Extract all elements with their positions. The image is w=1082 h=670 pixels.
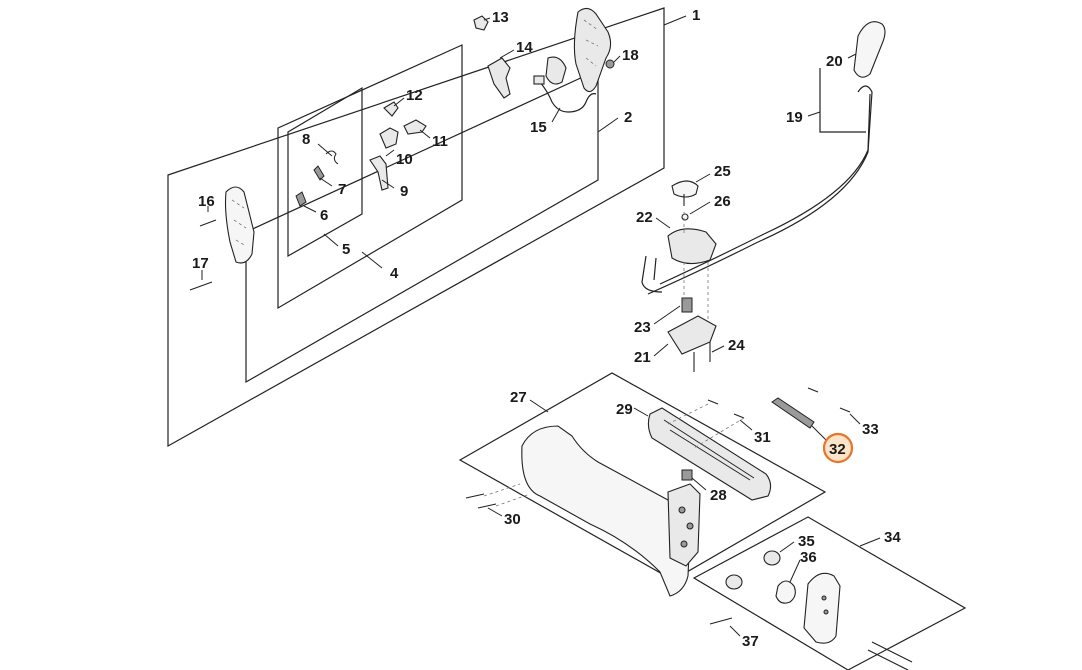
callout-19[interactable]: 19 <box>786 109 803 126</box>
frame-5 <box>287 86 363 258</box>
part-14-trigger <box>487 57 511 99</box>
callout-labels: 1 2 4 5 6 7 8 9 10 11 12 13 14 15 16 17 … <box>192 7 901 650</box>
callout-30[interactable]: 30 <box>504 511 521 528</box>
part-33-screw <box>807 387 819 393</box>
part-30-screw <box>465 493 485 499</box>
callout-34[interactable]: 34 <box>884 529 901 546</box>
callout-8[interactable]: 8 <box>302 131 310 148</box>
callout-31[interactable]: 31 <box>754 429 771 446</box>
part-19-handlebar <box>647 85 873 295</box>
callout-28[interactable]: 28 <box>710 487 727 504</box>
callout-22[interactable]: 22 <box>636 209 653 226</box>
part-22-clamp <box>667 228 717 265</box>
part-36-clamp-ring <box>775 580 796 604</box>
part-31-screw <box>707 399 719 405</box>
callout-27[interactable]: 27 <box>510 389 527 406</box>
trigger-assembly-parts <box>189 7 615 291</box>
frame-34 <box>692 516 967 670</box>
highlight-ring-32 <box>822 432 854 464</box>
part-15-cable <box>539 81 597 113</box>
part-6-spring <box>295 191 307 207</box>
callout-25[interactable]: 25 <box>714 163 731 180</box>
callout-12[interactable]: 12 <box>406 87 423 104</box>
part-35-bushing <box>763 550 781 566</box>
callout-35[interactable]: 35 <box>798 533 815 550</box>
frame-19-bracket <box>819 68 866 133</box>
part-32-rack <box>771 397 815 429</box>
callout-1[interactable]: 1 <box>692 7 700 24</box>
callout-23[interactable]: 23 <box>634 319 651 336</box>
callout-32[interactable]: 32 <box>829 441 846 458</box>
callout-5[interactable]: 5 <box>342 241 350 258</box>
callout-21[interactable]: 21 <box>634 349 651 366</box>
callout-9[interactable]: 9 <box>400 183 408 200</box>
part-34-grip <box>803 572 841 644</box>
callout-2[interactable]: 2 <box>624 109 632 126</box>
part-13-clip <box>473 15 489 31</box>
part-handle-half <box>224 186 255 264</box>
callout-18[interactable]: 18 <box>622 47 639 64</box>
part-8-spring <box>325 150 339 165</box>
callout-36[interactable]: 36 <box>800 549 817 566</box>
callout-33[interactable]: 33 <box>862 421 879 438</box>
part-26-washer <box>681 213 689 221</box>
support-frame-parts <box>465 387 851 597</box>
frame-2 <box>245 69 599 384</box>
part-28-nut <box>681 469 693 481</box>
callout-24[interactable]: 24 <box>728 337 745 354</box>
callout-29[interactable]: 29 <box>616 401 633 418</box>
callout-14[interactable]: 14 <box>516 39 533 56</box>
part-7-spring <box>313 165 325 181</box>
callout-11[interactable]: 11 <box>432 133 448 150</box>
callout-17[interactable]: 17 <box>192 255 209 272</box>
leader-lines <box>201 15 881 637</box>
assembly-frames <box>167 7 967 670</box>
part-37-screw <box>709 617 733 625</box>
callout-7[interactable]: 7 <box>338 181 346 198</box>
callout-37[interactable]: 37 <box>742 633 759 650</box>
frame-27 <box>458 372 827 581</box>
part-29-cover <box>647 407 772 501</box>
part-20-grip <box>853 21 886 78</box>
part-9 <box>369 155 389 191</box>
handle-end-parts <box>709 550 913 670</box>
handlebar-parts <box>641 21 886 372</box>
callout-4[interactable]: 4 <box>390 265 399 282</box>
callout-16[interactable]: 16 <box>198 193 215 210</box>
part-1-housing <box>573 7 612 93</box>
callout-15[interactable]: 15 <box>530 119 547 136</box>
callout-6[interactable]: 6 <box>320 207 328 224</box>
callout-13[interactable]: 13 <box>492 9 509 26</box>
part-21-clamp-base <box>667 315 717 355</box>
callout-20[interactable]: 20 <box>826 53 843 70</box>
part-27-frame <box>521 425 691 597</box>
part-18-nut <box>605 59 615 69</box>
part-25-knob <box>671 180 699 198</box>
part-23-spring <box>681 297 693 313</box>
part-16-screw <box>199 219 217 227</box>
callout-10[interactable]: 10 <box>396 151 413 168</box>
part-10 <box>379 127 399 149</box>
part-17-screw <box>189 281 213 291</box>
frame-4 <box>277 44 463 310</box>
callout-26[interactable]: 26 <box>714 193 731 210</box>
